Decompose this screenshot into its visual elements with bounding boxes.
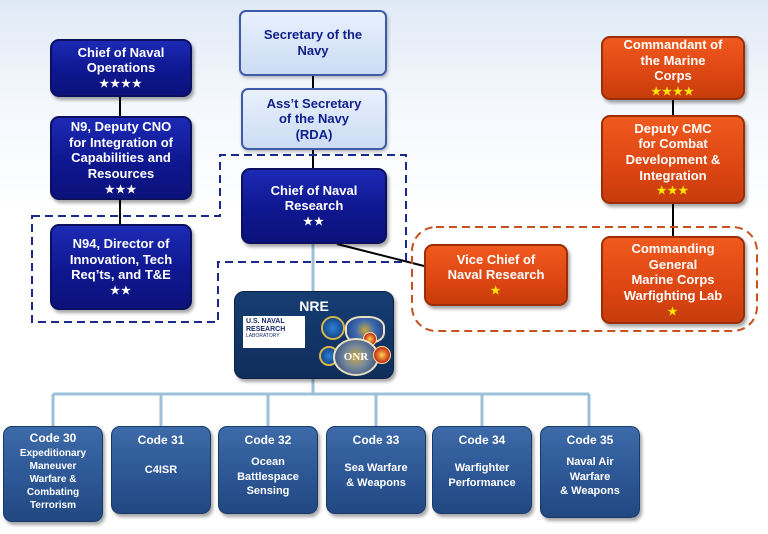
dashed-group-navy	[31, 154, 407, 323]
cnr-line2: Research	[284, 198, 344, 214]
n94-line1: N94, Director of	[72, 236, 170, 252]
vcnr-star-icon: ★	[490, 285, 502, 297]
code-33-line1: Sea Warfare	[344, 462, 408, 475]
code-35-title: Code 35	[566, 433, 614, 447]
n9-line2: for Integration of	[69, 134, 173, 150]
code-31-title: Code 31	[137, 433, 185, 447]
navy-seal-icon	[321, 316, 345, 340]
nre-title: NRE	[299, 298, 329, 314]
dcmc-line3: Development &	[625, 151, 721, 167]
mcwl-line2: General	[648, 256, 698, 272]
dcmc-stars-icon: ★★★	[656, 185, 690, 198]
n94-line3: Req’ts, and T&E	[71, 267, 171, 283]
code-34-box: Code 34 Warfighter Performance	[432, 426, 532, 514]
mcwl-box: Commanding General Marine Corps Warfight…	[601, 236, 745, 324]
cmc-stars-icon: ★★★★	[651, 85, 695, 98]
mcwl-line1: Commanding	[631, 241, 715, 257]
dcmc-box: Deputy CMC for Combat Development & Inte…	[601, 115, 745, 204]
code-35-line1: Naval Air	[566, 456, 614, 469]
onr-seal-icon: ONR	[333, 338, 379, 376]
code-34-line1: Warfighter	[454, 462, 510, 475]
code-35-line3: & Weapons	[560, 484, 620, 497]
asn-box: Ass’t Secretary of the Navy (RDA)	[241, 88, 387, 150]
cno-stars-icon: ★★★★	[99, 78, 143, 90]
cmc-line3: Corps	[654, 68, 692, 84]
mcwl-line4: Warfighting Lab	[623, 288, 723, 303]
cmc-box: Commandant of the Marine Corps ★★★★	[601, 36, 745, 100]
connector-cnr-vcnr	[336, 243, 425, 267]
nrl-logo: U.S. NAVAL RESEARCH LABORATORY	[243, 316, 305, 348]
cno-line2: Operations	[86, 60, 156, 76]
code-31-box: Code 31 C4ISR	[111, 426, 211, 514]
code-30-line2: Maneuver	[29, 461, 77, 473]
nre-box: NRE U.S. NAVAL RESEARCH LABORATORY ONR	[234, 291, 394, 379]
code-32-line3: Sensing	[246, 484, 290, 497]
onr-logo-text: ONR	[343, 351, 369, 363]
cnr-line1: Chief of Naval	[270, 182, 358, 198]
code-34-line2: Performance	[448, 476, 516, 489]
code-30-line4: Combating	[26, 487, 80, 499]
n94-box: N94, Director of Innovation, Tech Req’ts…	[50, 224, 192, 310]
n9-box: N9, Deputy CNO for Integration of Capabi…	[50, 116, 192, 200]
asn-line2: of the Navy	[278, 111, 350, 127]
dcmc-line1: Deputy CMC	[634, 120, 712, 136]
vcnr-box: Vice Chief of Naval Research ★	[424, 244, 568, 306]
code-31-line1: C4ISR	[144, 464, 178, 477]
nrl-line2: RESEARCH	[246, 326, 286, 334]
cmc-line2: the Marine	[640, 52, 706, 68]
code-30-line3: Warfare &	[29, 474, 77, 486]
n94-line2: Innovation, Tech	[69, 251, 173, 267]
nrl-line3: LABORATORY	[246, 333, 280, 340]
mcwl-star-icon: ★	[667, 305, 679, 318]
marine-seal-right-icon	[373, 346, 391, 364]
cmc-line1: Commandant of	[623, 37, 723, 53]
secnav-box: Secretary of the Navy	[239, 10, 387, 76]
asn-line1: Ass’t Secretary	[266, 95, 362, 111]
nrl-line1: U.S. NAVAL	[246, 318, 285, 325]
dcmc-line4: Integration	[639, 167, 707, 183]
dashed-group-marine	[411, 226, 758, 332]
vcnr-line1: Vice Chief of	[456, 251, 536, 267]
asn-line3: (RDA)	[295, 126, 333, 142]
cno-line1: Chief of Naval	[77, 44, 165, 60]
code-32-title: Code 32	[244, 433, 292, 447]
code-33-title: Code 33	[352, 433, 400, 447]
dcmc-line2: for Combat	[638, 136, 708, 152]
code-35-box: Code 35 Naval Air Warfare & Weapons	[540, 426, 640, 518]
vcnr-line2: Naval Research	[447, 267, 545, 283]
cnr-box: Chief of Naval Research ★★	[241, 168, 387, 244]
code-33-line2: & Weapons	[346, 476, 406, 489]
n9-stars-icon: ★★★	[104, 183, 138, 196]
code-33-box: Code 33 Sea Warfare & Weapons	[326, 426, 426, 514]
code-34-title: Code 34	[458, 433, 506, 447]
code-30-line5: Terrorism	[30, 500, 76, 512]
mcwl-line3: Marine Corps	[631, 272, 715, 288]
secnav-line2: Navy	[297, 43, 329, 58]
secnav-line1: Secretary of the	[263, 27, 363, 43]
cnr-stars-icon: ★★	[303, 216, 325, 228]
code-30-line1: Expeditionary	[19, 448, 87, 460]
code-30-title: Code 30	[29, 431, 77, 445]
code-35-line2: Warfare	[569, 470, 611, 483]
cno-box: Chief of Naval Operations ★★★★	[50, 39, 192, 97]
n9-line1: N9, Deputy CNO	[70, 119, 172, 135]
code-32-box: Code 32 Ocean Battlespace Sensing	[218, 426, 318, 514]
n9-line4: Resources	[87, 166, 155, 181]
code-30-box: Code 30 Expeditionary Maneuver Warfare &…	[3, 426, 103, 522]
n94-stars-icon: ★★	[110, 284, 132, 297]
n9-line3: Capabilities and	[71, 150, 171, 166]
code-32-line1: Ocean	[251, 456, 285, 469]
code-32-line2: Battlespace	[237, 470, 299, 483]
